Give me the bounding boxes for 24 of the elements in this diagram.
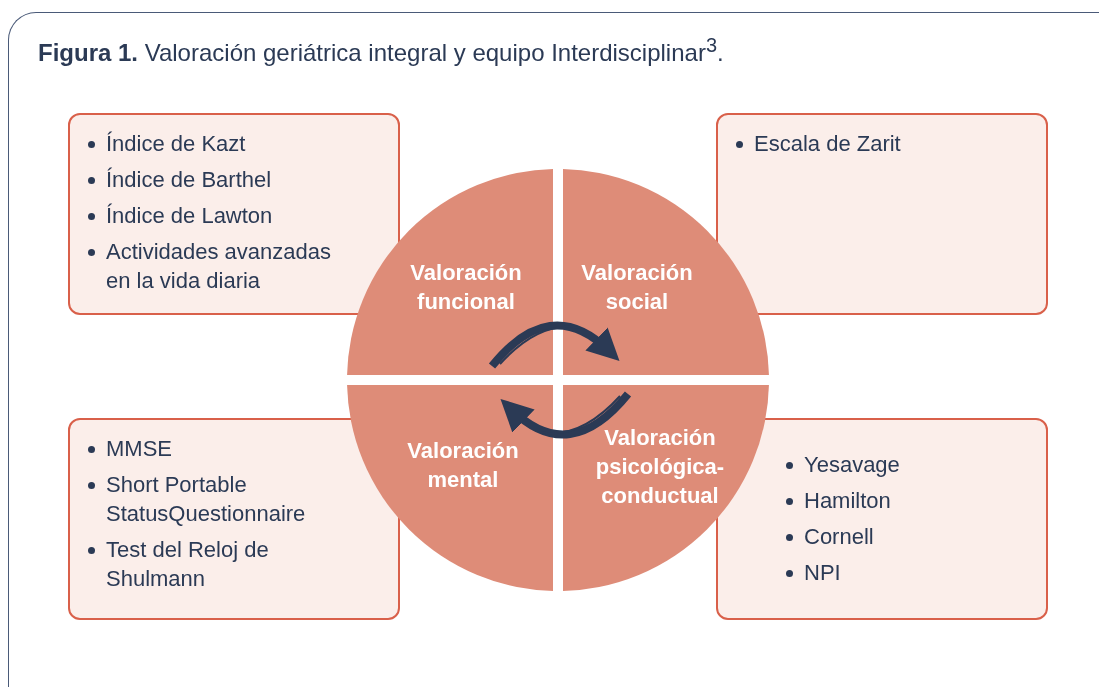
list-item: Índice de Kazt <box>106 131 246 156</box>
quadrant-title: Valoración mental <box>406 437 520 494</box>
list-item: Test del Reloj de Shulmann <box>106 537 269 591</box>
list-item: MMSE <box>106 436 172 461</box>
circle-quadrant <box>347 385 553 591</box>
list-box <box>68 113 400 315</box>
quadrant-title: Valoración funcional <box>409 259 523 316</box>
circle-quadrant <box>563 385 769 591</box>
list-box <box>716 113 1048 315</box>
list-item: Yesavage <box>804 452 900 477</box>
figure-title: Figura 1. Valoración geriátrica integral y equipo Interdisciplinar$^{3}$. <box>38 34 724 67</box>
quadrant-title: Valoración psicológica-conductual <box>594 423 726 510</box>
list-item: Índice de Barthel <box>106 167 272 192</box>
list-item: Hamilton <box>804 488 891 513</box>
list-item: Short Portable StatusQuestionnaire <box>106 472 306 526</box>
list-item: Cornell <box>804 524 874 549</box>
list-item: Actividades avanzadas en la vida diaria <box>106 239 332 293</box>
list-item: Escala de Zarit <box>754 131 901 156</box>
circle-quadrant <box>347 169 553 375</box>
quadrant-title: Valoración social <box>580 259 694 316</box>
circle-quadrant <box>563 169 769 375</box>
list-item: NPI <box>804 560 841 585</box>
list-item: Índice de Lawton <box>106 203 273 228</box>
list-box <box>68 418 400 620</box>
